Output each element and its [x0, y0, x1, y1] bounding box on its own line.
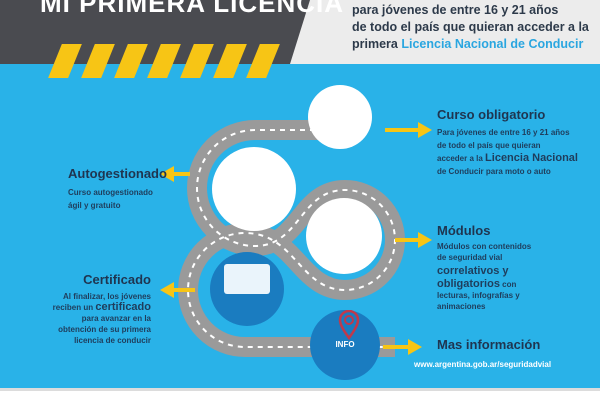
intro-highlight: Licencia Nacional de Conducir [401, 37, 584, 51]
info-badge: INFO [335, 340, 355, 349]
intro-line: primera Licencia Nacional de Conducir [352, 36, 589, 53]
arrow-right-icon [418, 122, 432, 138]
step-modulos: Módulos Módulos con contenidos de seguri… [437, 223, 531, 312]
step-curso: Curso obligatorio Para jóvenes de entre … [437, 107, 578, 178]
info-link[interactable]: www.argentina.gob.ar/seguridadvial [414, 360, 552, 369]
modules-illustration [306, 198, 382, 274]
text-emphasis: obligatorios [437, 278, 500, 290]
course-illustration [308, 85, 372, 149]
step-text: animaciones [437, 302, 486, 311]
certificate-illustration [210, 252, 284, 326]
step-text: Al finalizar, los jóvenes [62, 292, 151, 301]
info-circle[interactable]: INFO [310, 310, 380, 380]
step-title: Autogestionado [68, 166, 167, 181]
text: acceder a la [437, 154, 486, 163]
intro-prefix: primera [352, 37, 402, 51]
location-pin-icon [338, 310, 360, 340]
arrow-left-icon [160, 166, 174, 182]
step-text: Curso autogestionado [68, 188, 153, 197]
step-title: Certificado [83, 272, 151, 287]
step-autogestionado: Autogestionado Curso autogestionado ágil… [68, 166, 167, 212]
step-info: Mas información [437, 337, 540, 352]
intro-line: para jóvenes de entre 16 y 21 años [352, 3, 559, 17]
step-text: Para jóvenes de entre 16 y 21 años [437, 128, 570, 137]
step-text: obtención de su primera [58, 325, 151, 334]
arrows [160, 122, 432, 355]
road [178, 120, 405, 357]
step-title: Mas información [437, 337, 541, 352]
intro-text: para jóvenes de entre 16 y 21 años de to… [352, 2, 589, 53]
step-title: Curso obligatorio [437, 107, 546, 122]
footer-strip [0, 388, 600, 400]
intro-line: de todo el país que quieran acceder a la [352, 20, 589, 34]
step-text: reciben un certificado [30, 302, 151, 313]
page-title: MI PRIMERA LICENCIA [40, 0, 345, 18]
step-text: para avanzar en la [81, 314, 151, 323]
text: con [499, 280, 517, 289]
step-text: lecturas, infografías y [437, 291, 520, 300]
step-text: correlativos y [437, 265, 509, 277]
step-certificado: Certificado Al finalizar, los jóvenes re… [30, 272, 151, 346]
arrow-left-icon [160, 282, 174, 298]
text-emphasis: certificado [95, 301, 151, 313]
text-emphasis: Licencia Nacional [485, 152, 578, 164]
step-text: acceder a la Licencia Nacional [437, 152, 578, 165]
step-text: ágil y gratuito [68, 201, 121, 210]
arrow-right-icon [408, 339, 422, 355]
step-text: de seguridad vial [437, 253, 503, 262]
self-managed-illustration [212, 147, 296, 231]
step-title: Módulos [437, 223, 491, 238]
arrow-right-icon [418, 232, 432, 248]
certificate-icon [224, 264, 270, 294]
step-text: obligatorios con [437, 279, 531, 290]
text: reciben un [52, 303, 96, 312]
step-text: Módulos con contenidos [437, 242, 532, 251]
step-text: de Conducir para moto o auto [437, 167, 551, 176]
step-text: de todo el país que quieran [437, 141, 541, 150]
step-text: licencia de conducir [74, 336, 151, 345]
